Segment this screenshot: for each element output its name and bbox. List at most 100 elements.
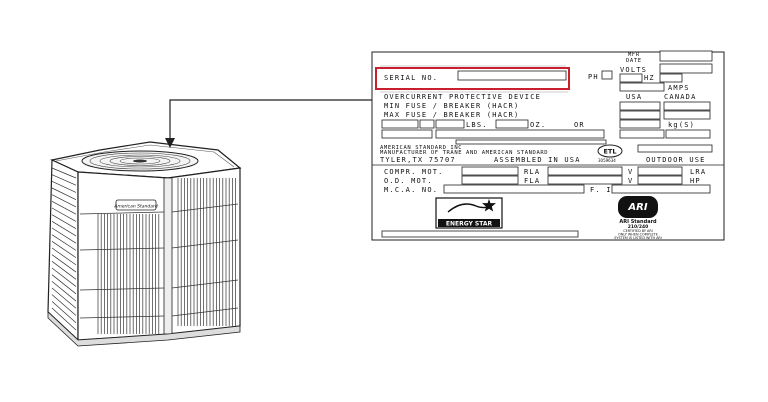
- left-louver: [51, 254, 77, 273]
- volts-field: [659, 63, 713, 74]
- kg-label: kg(S): [668, 121, 695, 129]
- left-louver: [51, 307, 77, 331]
- front-frame-bar: [79, 247, 165, 251]
- left-louver: [51, 181, 77, 193]
- v-label-1: V: [628, 168, 633, 176]
- or-label: OR: [574, 121, 585, 129]
- hp-label: HP: [690, 177, 701, 185]
- kg-field: [619, 119, 661, 129]
- blank-field-5: [455, 139, 607, 145]
- ari-fine-line-1: CERTIFIED BY ARI: [623, 229, 652, 233]
- arrow-head: [165, 138, 175, 148]
- energy-star-text: ENERGY STAR: [446, 221, 493, 228]
- outdoor-use-label: OUTDOOR USE: [646, 156, 706, 164]
- ph-value-field: [619, 73, 643, 83]
- min-fuse-canada-field: [663, 101, 711, 111]
- oz-field: [495, 119, 529, 129]
- od-mot-field: [461, 175, 519, 185]
- left-louver: [51, 227, 77, 244]
- nameplate: MFR DATE VOLTS SERIAL NO. PH HZ AMPS OVE…: [371, 50, 725, 241]
- assembled-label: ASSEMBLED IN USA: [494, 156, 581, 164]
- left-louver: [51, 267, 77, 287]
- left-louver: [51, 261, 77, 280]
- left-louver: [51, 294, 77, 316]
- hz-field: [659, 73, 683, 83]
- mfr-label: MFR: [628, 52, 640, 58]
- max-fuse-label: MAX FUSE / BREAKER (HACR): [384, 111, 519, 119]
- left-louver: [51, 274, 77, 295]
- max-fuse-usa-field: [619, 110, 661, 120]
- left-louver: [51, 234, 77, 251]
- max-fuse-canada-field: [663, 110, 711, 120]
- left-louver: [51, 281, 77, 302]
- min-fuse-label: MIN FUSE / BREAKER (HACR): [384, 102, 519, 110]
- right-frame-bar: [171, 239, 239, 249]
- ac-unit-base: [47, 311, 241, 347]
- oz-label: OZ.: [530, 121, 546, 129]
- serial-no-field: [457, 70, 567, 81]
- fla-field: [547, 175, 623, 185]
- blank-field-4: [665, 129, 711, 139]
- blank-field-3: [619, 129, 665, 139]
- etl-mark: ETL 3059634: [597, 144, 623, 163]
- brand-badge: [115, 199, 157, 211]
- city-label: TYLER,TX 75707: [380, 156, 456, 164]
- left-louver: [51, 301, 77, 324]
- v-label-2: V: [628, 177, 633, 185]
- brand-badge-text: American Standard: [113, 204, 158, 210]
- ari-fine-line-2: ONLY WHEN COMPLETE: [618, 233, 658, 237]
- ari-fine-line-3: SYSTEM IS LISTED WITH ARI: [614, 236, 662, 240]
- energy-star-logo: ENERGY STAR: [435, 197, 503, 229]
- left-louver: [51, 187, 77, 201]
- etl-mark-text: ETL: [603, 148, 616, 156]
- serial-no-label: SERIAL NO.: [384, 74, 438, 82]
- date-label: DATE: [626, 58, 642, 64]
- ari-standard-text: ARI Standard: [619, 219, 657, 225]
- ac-unit: American Standard: [47, 141, 242, 347]
- right-frame-bar: [171, 279, 239, 289]
- amps-label: AMPS: [668, 84, 690, 92]
- maker-line-1: AMERICAN STANDARD INC: [380, 145, 462, 151]
- compr-v-field: [637, 166, 683, 176]
- usa-label: USA: [626, 93, 642, 101]
- left-louver: [51, 241, 77, 258]
- left-louver: [51, 201, 77, 215]
- compr-mot-field: [461, 166, 519, 176]
- mca-label: M.C.A. NO.: [384, 186, 438, 194]
- charge-field-2: [419, 119, 435, 129]
- rla-label: RLA: [524, 168, 540, 176]
- maker-line-2: MANUFACTURER OF TRANE AND AMERICAN STAND…: [380, 150, 548, 156]
- mca-field: [443, 184, 585, 194]
- charge-field-1: [381, 119, 419, 129]
- front-frame-bar: [79, 287, 165, 291]
- canada-label: CANADA: [664, 93, 697, 101]
- od-mot-label: O.D. MOT.: [384, 177, 433, 185]
- fid-field: [611, 184, 711, 194]
- amps-field: [619, 82, 665, 92]
- serial-no-highlight: [375, 67, 570, 90]
- left-louver: [51, 247, 77, 266]
- front-frame-bar: [79, 211, 165, 215]
- blank-field-2: [435, 129, 605, 139]
- od-v-field: [637, 175, 683, 185]
- overcurrent-label: OVERCURRENT PROTECTIVE DEVICE: [384, 93, 541, 101]
- ari-logo: ARI ARI Standard 210/240 CERTIFIED BY AR…: [614, 196, 662, 240]
- callout-arrow: [165, 99, 372, 148]
- volts-label: VOLTS: [620, 66, 647, 74]
- mfr-date-field: [659, 50, 713, 62]
- left-louver: [51, 174, 77, 186]
- left-louver: [51, 214, 77, 229]
- left-louver: [51, 221, 77, 237]
- right-frame-bar: [171, 307, 239, 317]
- compr-mot-label: COMPR. MOT.: [384, 168, 444, 176]
- right-frame-bar: [171, 203, 239, 213]
- fid-label: F. ID.: [590, 186, 623, 194]
- front-frame-bar: [79, 315, 165, 319]
- ph-label: PH: [588, 73, 599, 81]
- hz-label: HZ: [644, 74, 655, 82]
- lra-label: LRA: [690, 168, 706, 176]
- bottom-field: [381, 230, 579, 238]
- fla-label: FLA: [524, 177, 540, 185]
